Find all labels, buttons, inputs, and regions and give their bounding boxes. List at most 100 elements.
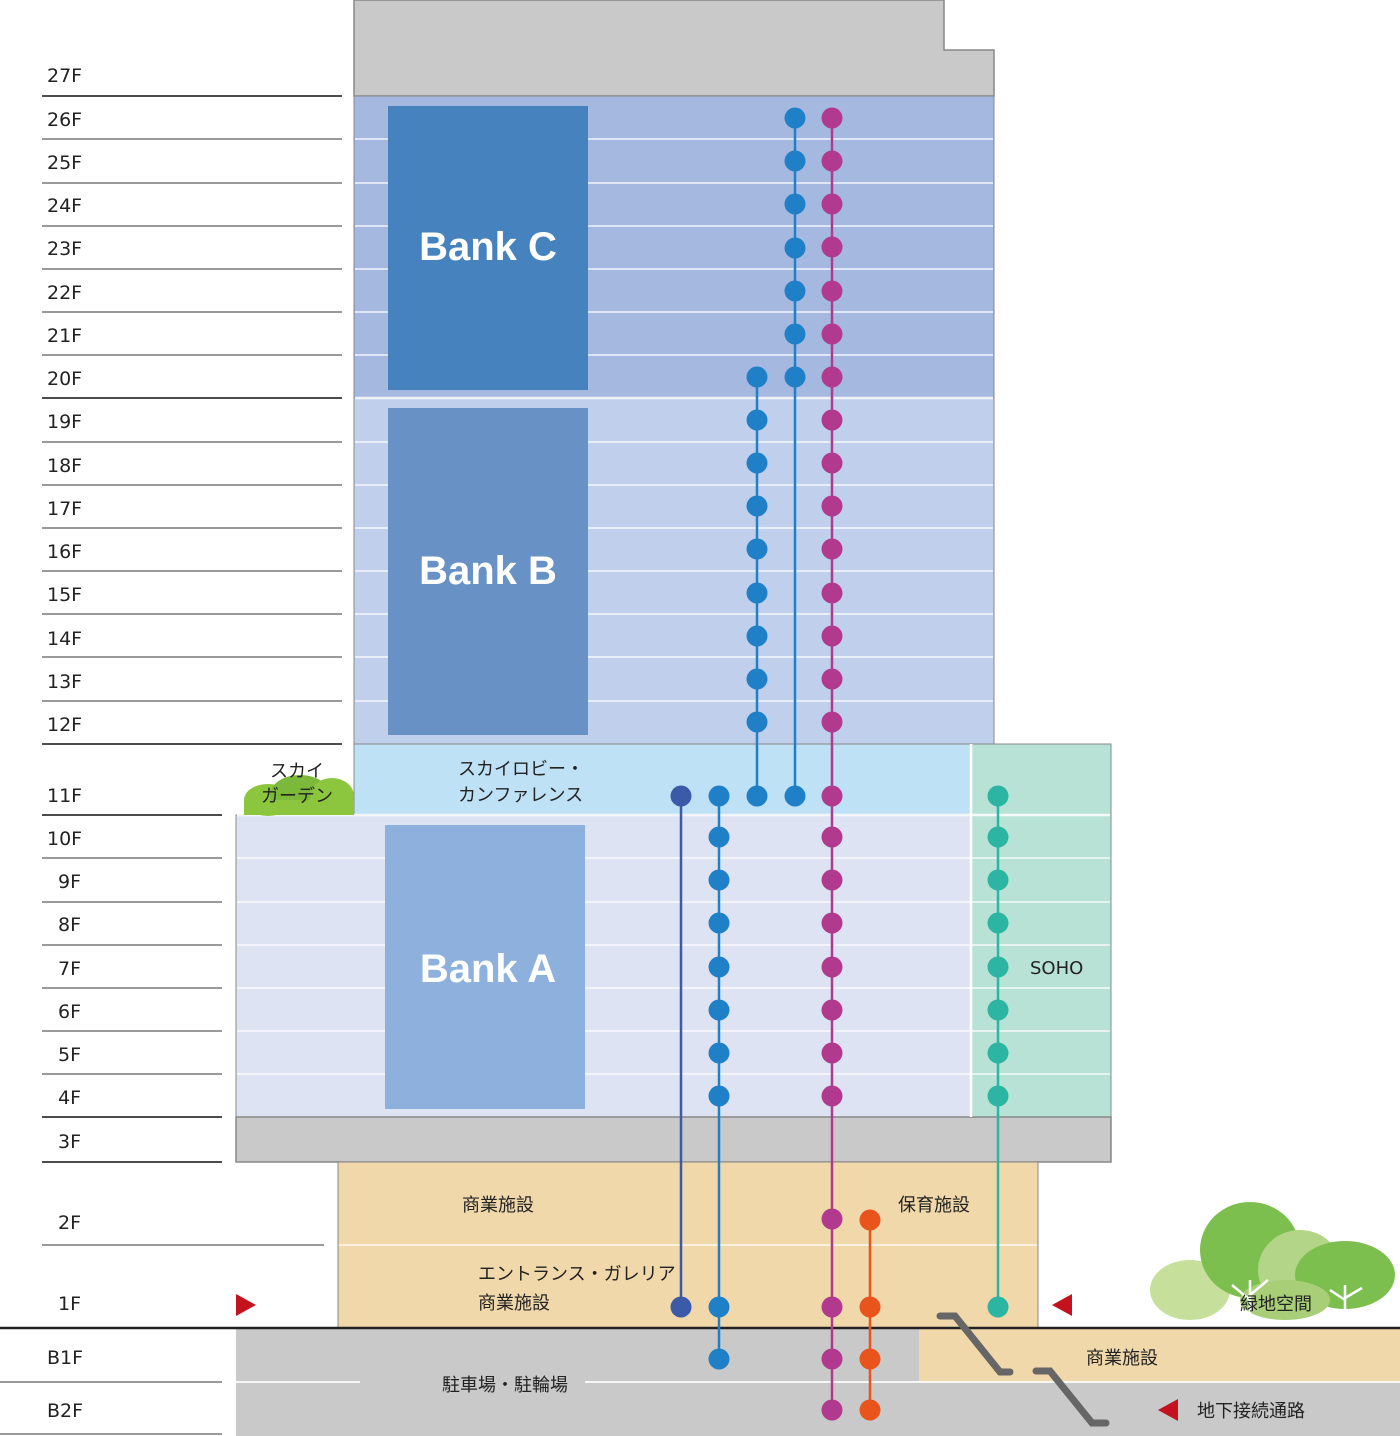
floor-label: 17F xyxy=(47,498,82,520)
bank-a-box xyxy=(385,825,585,1109)
floor-label: 7F xyxy=(58,958,81,980)
elevator-stop xyxy=(708,956,730,978)
floor-labels-lower: 11F 10F 9F 8F 7F 6F 5F 4F 3F 2F 1F B1F B… xyxy=(47,785,83,1422)
underground-passage-label: 地下接続通路 xyxy=(1197,1401,1305,1422)
entrance-label-2: 商業施設 xyxy=(478,1293,550,1314)
elevator-stop xyxy=(987,826,1009,848)
floor-label: 2F xyxy=(58,1212,81,1234)
bank-a-label: Bank A xyxy=(420,947,556,991)
roof-mechanical-zone xyxy=(353,0,995,97)
elevator-stop xyxy=(821,826,843,848)
elevator-stop xyxy=(746,625,768,647)
bank-b-label: Bank B xyxy=(419,549,557,593)
elevator-stop xyxy=(708,1296,730,1318)
elevator-stop xyxy=(784,150,806,172)
elevator-stop xyxy=(987,785,1009,807)
floor-label: 27F xyxy=(47,65,82,87)
elevator-stop xyxy=(746,785,768,807)
elevator-stop xyxy=(708,826,730,848)
elevator-stop xyxy=(708,869,730,891)
floor-label-column xyxy=(0,95,342,1435)
floor-label: 24F xyxy=(47,195,82,217)
elevator-stop xyxy=(821,538,843,560)
floor-label: B2F xyxy=(47,1400,83,1422)
sky-lobby-label-2: カンファレンス xyxy=(458,785,583,806)
childcare-label: 保育施設 xyxy=(898,1195,970,1216)
floor-label: 14F xyxy=(47,628,82,650)
elevator-stop xyxy=(821,956,843,978)
entry-arrow-underground xyxy=(1158,1399,1178,1421)
elevator-stop xyxy=(821,1399,843,1421)
elevator-stop xyxy=(987,869,1009,891)
elevator-stop xyxy=(746,538,768,560)
elevator-line-navy xyxy=(670,785,692,1318)
elevator-stop xyxy=(784,785,806,807)
elevator-stop xyxy=(821,280,843,302)
elevator-stop xyxy=(987,1042,1009,1064)
elevator-stop xyxy=(987,999,1009,1021)
bank-a-zone xyxy=(235,814,972,1118)
elevator-stop xyxy=(708,1042,730,1064)
elevator-stop xyxy=(859,1209,881,1231)
parking-label: 駐車場・駐輪場 xyxy=(442,1375,568,1396)
elevator-line-blue-b xyxy=(746,366,768,807)
elevator-stop xyxy=(821,785,843,807)
entry-arrow-west xyxy=(236,1294,256,1316)
elevator-stop xyxy=(746,366,768,388)
elevator-stop xyxy=(821,668,843,690)
elevator-stop xyxy=(821,323,843,345)
elevator-stop xyxy=(821,1208,843,1230)
soho-label: SOHO xyxy=(1030,958,1083,979)
sky-garden-label-1: スカイ xyxy=(270,761,324,782)
elevator-line-magenta xyxy=(821,107,843,1421)
elevator-stop xyxy=(821,1348,843,1370)
elevator-stop xyxy=(784,323,806,345)
floor-label: 10F xyxy=(47,828,82,850)
bank-c-box xyxy=(388,106,588,390)
elevator-stop xyxy=(821,107,843,129)
sky-lobby-zone xyxy=(353,743,972,816)
elevator-stop xyxy=(821,495,843,517)
elevator-stop xyxy=(670,1296,692,1318)
retail-2f-label: 商業施設 xyxy=(462,1195,534,1216)
elevator-stop xyxy=(821,711,843,733)
floor-label: 12F xyxy=(47,714,82,736)
floor-label: 13F xyxy=(47,671,82,693)
elevator-stop xyxy=(859,1296,881,1318)
floor-label: 11F xyxy=(47,785,82,807)
floor-label: 6F xyxy=(58,1001,81,1023)
bank-c-label: Bank C xyxy=(419,225,557,269)
floor-label: 21F xyxy=(47,325,82,347)
elevator-stop xyxy=(821,366,843,388)
elevator-line-blue-a xyxy=(708,785,730,1370)
sky-garden-label-2: ガーデン xyxy=(261,786,333,807)
floor-label: B1F xyxy=(47,1347,83,1369)
floor-label: 23F xyxy=(47,238,82,260)
mechanical-3f-zone xyxy=(235,1116,1112,1163)
elevator-stop xyxy=(708,1348,730,1370)
floor-label: 8F xyxy=(58,914,81,936)
elevator-stop xyxy=(821,625,843,647)
green-space-trees xyxy=(1150,1202,1395,1326)
entrance-label-1: エントランス・ガレリア xyxy=(478,1264,676,1285)
elevator-stop xyxy=(746,452,768,474)
sky-lobby-label-1: スカイロビー・ xyxy=(458,759,584,780)
elevator-stop xyxy=(821,869,843,891)
floor-label: 1F xyxy=(58,1293,81,1315)
elevator-stop xyxy=(708,912,730,934)
elevator-stop xyxy=(708,785,730,807)
floor-labels-upper: 27F 26F 25F 24F 23F 22F 21F 20F 19F 18F … xyxy=(47,65,82,736)
elevator-line-blue-c xyxy=(784,107,806,807)
elevator-stop xyxy=(746,409,768,431)
floor-label: 22F xyxy=(47,282,82,304)
floor-label: 3F xyxy=(58,1131,81,1153)
floor-label: 4F xyxy=(58,1087,81,1109)
elevator-stop xyxy=(784,237,806,259)
floor-label: 26F xyxy=(47,109,82,131)
elevator-stop xyxy=(987,956,1009,978)
retail-b1-label: 商業施設 xyxy=(1086,1348,1158,1369)
elevator-stop xyxy=(821,150,843,172)
elevator-stop xyxy=(987,912,1009,934)
elevator-lines xyxy=(670,107,1009,1421)
elevator-stop xyxy=(708,999,730,1021)
